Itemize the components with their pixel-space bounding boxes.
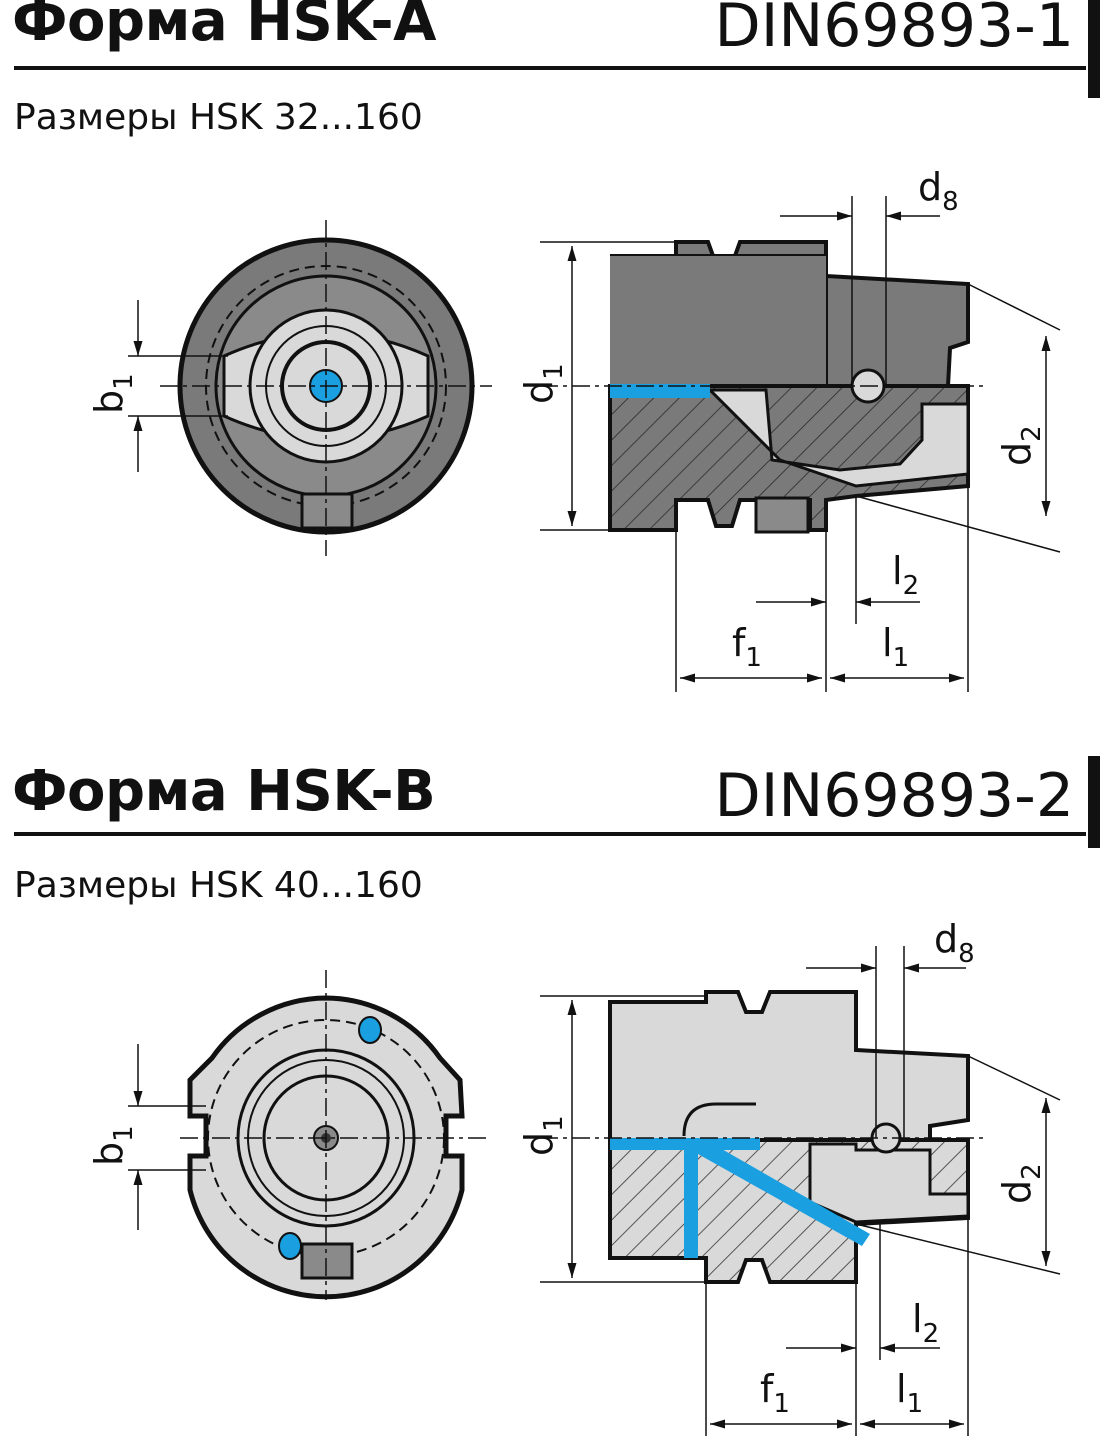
- section-b-rule: [14, 832, 1086, 836]
- dim-f1-label-b: f1: [760, 1367, 790, 1419]
- dim-l2-label-b: l2: [912, 1297, 939, 1349]
- side-view-b: [540, 946, 1061, 1436]
- dim-d2-label-b: d2: [995, 1163, 1047, 1204]
- section-b-subtitle: Размеры HSK 40...160: [14, 865, 423, 906]
- side-view-a: [540, 196, 1061, 692]
- section-a-title: Форма HSK-A: [12, 0, 436, 54]
- dim-f1-label: f1: [732, 621, 762, 673]
- section-a-standard: DIN69893-1: [714, 0, 1074, 61]
- dim-d1-label: d1: [517, 363, 569, 404]
- section-b-title: Форма HSK-B: [12, 759, 436, 824]
- diagram-hsk-a: b1 d1 d2: [87, 165, 1061, 692]
- dim-b1-label: b1: [87, 373, 139, 414]
- section-b-tab: [1088, 756, 1100, 848]
- front-view-b: [128, 970, 486, 1300]
- dim-d8-label: d8: [918, 165, 959, 217]
- dim-d2-label: d2: [995, 425, 1047, 466]
- section-a-rule: [14, 66, 1086, 70]
- dim-b1-label-b: b1: [87, 1125, 139, 1166]
- dim-d8-label-b: d8: [934, 917, 975, 969]
- dim-l2-label: l2: [892, 549, 919, 601]
- dim-l1-label-b: l1: [896, 1367, 923, 1419]
- section-a-subtitle: Размеры HSK 32...160: [14, 97, 423, 138]
- section-b-standard: DIN69893-2: [714, 761, 1074, 831]
- section-a-tab: [1088, 0, 1100, 98]
- dim-l1-label: l1: [882, 621, 909, 673]
- dim-d1-label-b: d1: [517, 1115, 569, 1156]
- front-view-a: [128, 220, 492, 556]
- diagram-hsk-b: b1 d1 d2: [87, 917, 1061, 1436]
